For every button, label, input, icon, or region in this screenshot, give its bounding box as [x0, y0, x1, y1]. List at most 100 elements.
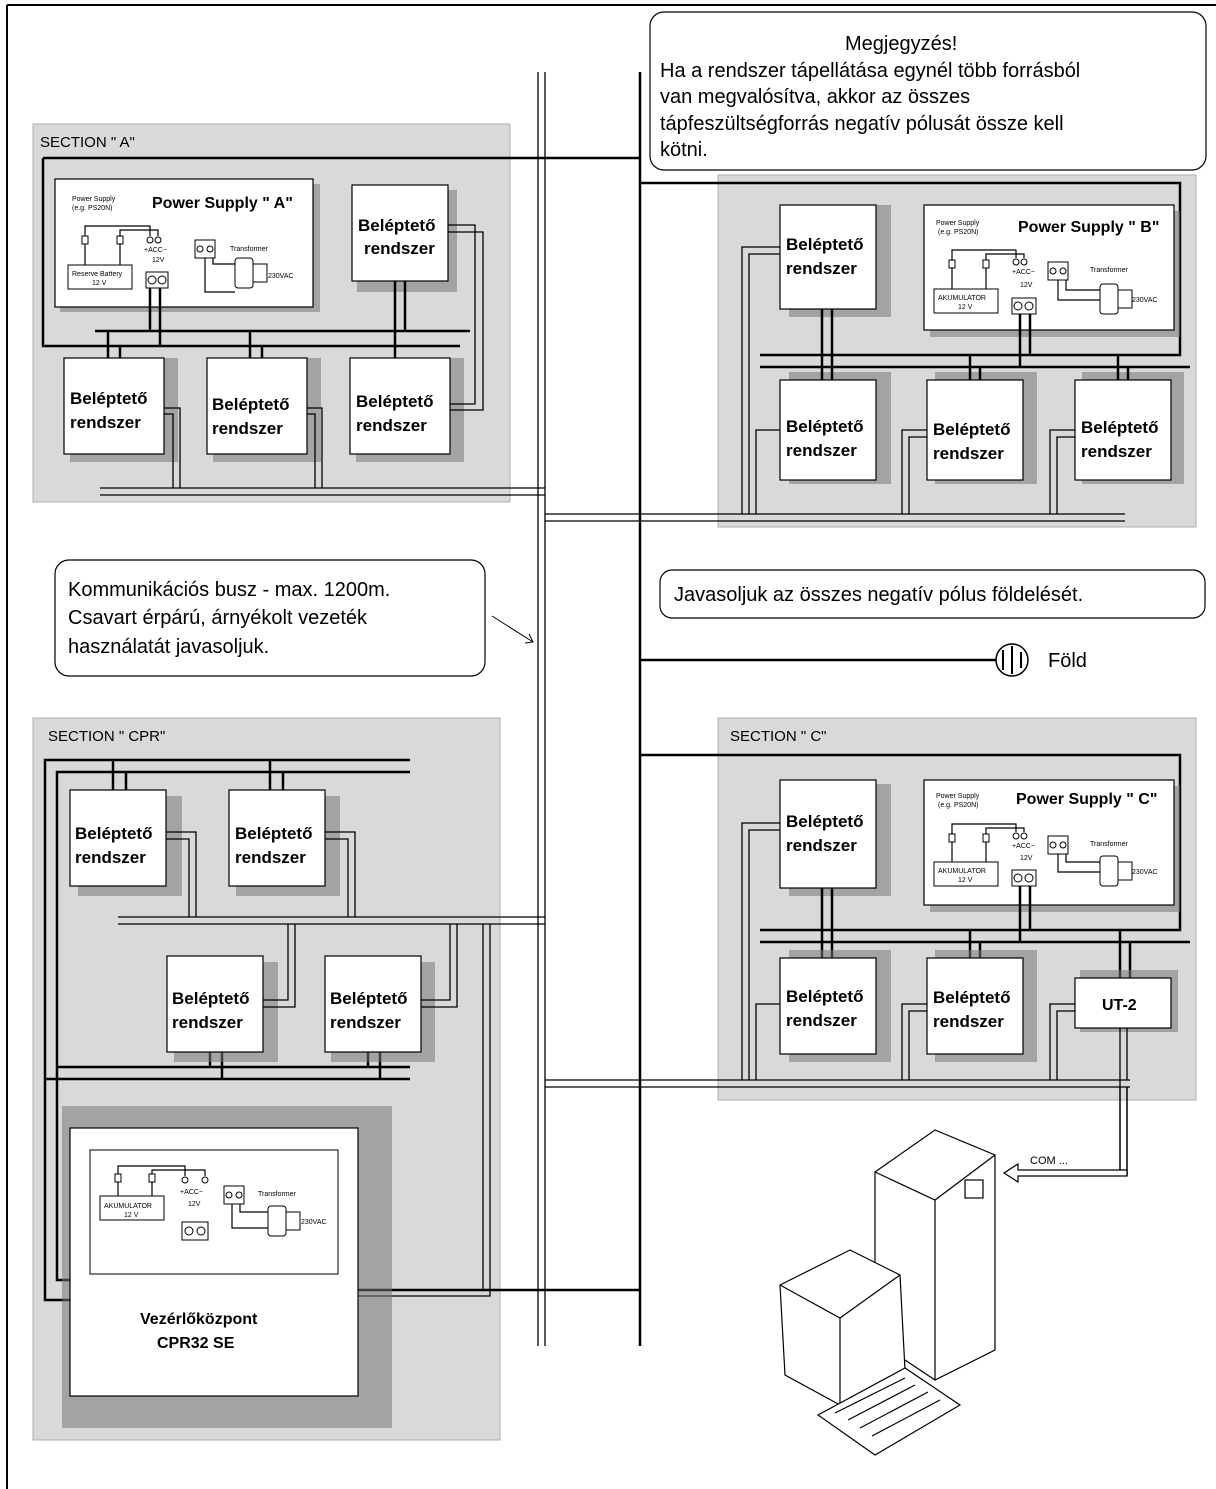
warning-line-3: tápfeszültségforrás negatív pólusát össz… [660, 113, 1064, 135]
power-supply-a-title: Power Supply " A" [152, 195, 293, 212]
access-module [63, 357, 165, 455]
module-label-2: rendszer [235, 848, 306, 867]
module-label-1: Beléptető [235, 824, 312, 843]
ps-c-12v: 12V [1020, 855, 1033, 862]
cpr-vac: 230VAC [301, 1219, 327, 1226]
ut2-label: UT-2 [1102, 997, 1137, 1014]
ps-c-note1: Power Supply [936, 793, 980, 800]
section-a-label: SECTION " A" [40, 134, 135, 151]
ps-a-battery-v: 12 V [92, 280, 107, 287]
access-module [349, 357, 451, 455]
module-label-1: Beléptető [1081, 418, 1158, 437]
module-label-1: Beléptető [786, 235, 863, 254]
module-label-1: Beléptető [356, 392, 433, 411]
module-label-1: Beléptető [70, 389, 147, 408]
ps-b-battery: AKUMULATOR [938, 295, 986, 302]
com-label: COM ... [1030, 1155, 1068, 1167]
bus-note-line-1: Kommunikációs busz - max. 1200m. [68, 579, 390, 601]
ps-b-note2: (e.g. PS20N) [938, 229, 978, 236]
ps-b-vac: 230VAC [1132, 297, 1158, 304]
warning-line-1: Ha a rendszer tápellátása egynél több fo… [660, 60, 1080, 82]
power-supply-b-title: Power Supply " B" [1018, 219, 1159, 236]
controller-label-2: CPR32 SE [157, 1335, 235, 1352]
ground-label: Föld [1048, 650, 1087, 672]
module-label-2: rendszer [356, 416, 427, 435]
access-module [779, 779, 877, 889]
cpr-12v: 12V [188, 1201, 201, 1208]
cpr-battery-v: 12 V [124, 1212, 139, 1219]
module-label-1: Beléptető [933, 988, 1010, 1007]
section-cpr: SECTION " CPR" Beléptető rendszer Belépt… [32, 717, 640, 1441]
module-label-2: rendszer [786, 836, 857, 855]
access-module [779, 379, 877, 481]
module-label-2: rendszer [786, 1011, 857, 1030]
ps-b-acc: +ACC− [1012, 269, 1035, 276]
module-label-2: rendszer [786, 259, 857, 278]
ps-c-vac: 230VAC [1132, 869, 1158, 876]
ground-note-text: Javasoljuk az összes negatív pólus földe… [674, 584, 1083, 606]
module-label-1: Beléptető [172, 989, 249, 1008]
module-label-1: Beléptető [330, 989, 407, 1008]
access-module [69, 789, 167, 887]
section-c-label: SECTION " C" [730, 728, 827, 745]
ps-a-note2: (e.g. PS20N) [72, 205, 112, 212]
bus-note-line-2: Csavart érpárú, árnyékolt vezeték [68, 607, 368, 629]
access-module [779, 204, 877, 310]
bus-note: Kommunikációs busz - max. 1200m. Csavart… [54, 559, 534, 677]
section-c: SECTION " C" Beléptető rendszer Power Su… [545, 717, 1197, 1101]
ut2-module [1074, 977, 1172, 1029]
module-label-1: Beléptető [212, 395, 289, 414]
ps-b-transformer: Transformer [1090, 267, 1129, 274]
access-module [1074, 379, 1172, 481]
ps-c-battery-v: 12 V [958, 877, 973, 884]
com-arrow-icon [1002, 1162, 1128, 1184]
ps-a-battery: Reserve Battery [72, 271, 123, 278]
module-label-2: rendszer [364, 239, 435, 258]
controller-label-1: Vezérlőközpont [140, 1311, 258, 1328]
access-module [228, 789, 326, 887]
module-label-2: rendszer [330, 1013, 401, 1032]
module-label-1: Beléptető [786, 987, 863, 1006]
module-label-2: rendszer [786, 441, 857, 460]
ground-symbol: Föld [995, 643, 1087, 677]
module-label-2: rendszer [933, 1012, 1004, 1031]
computer-icon [779, 1129, 996, 1456]
access-module [779, 957, 877, 1055]
module-label-1: Beléptető [786, 812, 863, 831]
ps-c-battery: AKUMULATOR [938, 868, 986, 875]
module-label-1: Beléptető [933, 420, 1010, 439]
warning-note: Megjegyzés! Ha a rendszer tápellátása eg… [649, 11, 1207, 171]
section-b: Beléptető rendszer Power Supply " B" Pow… [545, 174, 1197, 528]
warning-title: Megjegyzés! [845, 33, 957, 55]
access-module [351, 184, 449, 282]
module-label-1: Beléptető [786, 417, 863, 436]
ps-a-12v: 12V [152, 257, 165, 264]
ps-a-acc: +ACC− [144, 247, 167, 254]
bus-note-line-3: használatát javasoljuk. [68, 636, 269, 658]
module-label-1: Beléptető [75, 824, 152, 843]
module-label-2: rendszer [212, 419, 283, 438]
cpr-battery: AKUMULATOR [104, 1203, 152, 1210]
ground-note: Javasoljuk az összes negatív pólus földe… [659, 569, 1206, 619]
section-a: SECTION " A" Power Supply " A" Power Sup… [32, 123, 545, 503]
access-module [926, 379, 1024, 481]
access-module [926, 957, 1024, 1055]
cpr-acc: +ACC− [180, 1189, 203, 1196]
access-module [324, 955, 422, 1053]
module-label-2: rendszer [1081, 442, 1152, 461]
ps-b-battery-v: 12 V [958, 304, 973, 311]
ps-a-note1: Power Supply [72, 196, 116, 203]
module-label-2: rendszer [70, 413, 141, 432]
power-supply-c-title: Power Supply " C" [1016, 791, 1157, 808]
ps-c-acc: +ACC− [1012, 843, 1035, 850]
ps-a-vac: 230VAC [268, 273, 294, 280]
ps-b-12v: 12V [1020, 282, 1033, 289]
cpr-transformer: Transformer [258, 1191, 297, 1198]
ps-c-note2: (e.g. PS20N) [938, 802, 978, 809]
ps-a-transformer: Transformer [230, 246, 269, 253]
module-label-1: Beléptető [358, 216, 435, 235]
module-label-2: rendszer [933, 444, 1004, 463]
warning-line-4: kötni. [660, 139, 708, 161]
ps-b-note1: Power Supply [936, 220, 980, 227]
